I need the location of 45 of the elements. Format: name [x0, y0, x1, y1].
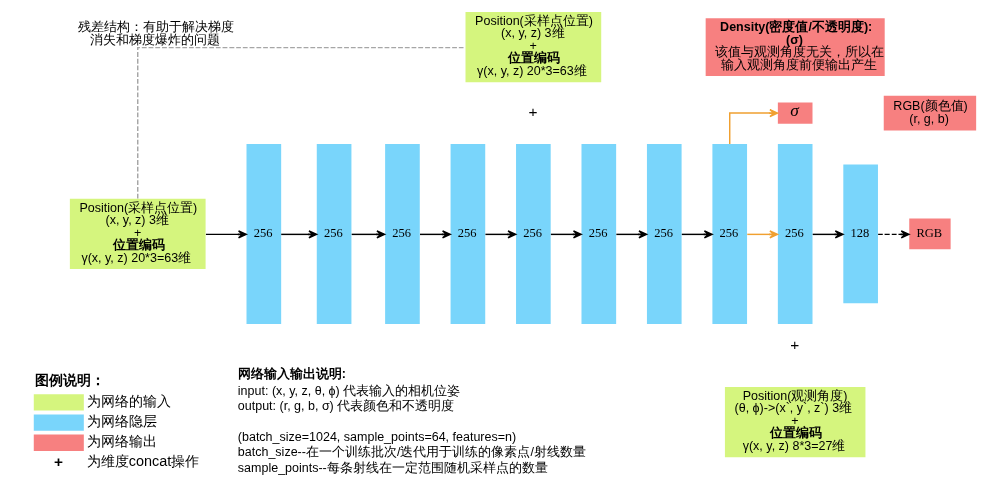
arrow [205, 230, 247, 239]
node-box: 256 [581, 143, 617, 324]
node-box: 256 [316, 143, 352, 324]
node-box: Position(采样点位置) (x, y, z) 3维 + 位置编码 γ(x, y, z) 20*3=63维 [465, 12, 602, 83]
node-box: RGB(颜色值) (r, g, b) [883, 95, 977, 131]
label: output: (r, g, b, σ) 代表颜色和不透明度 [237, 398, 455, 413]
arrow [681, 230, 713, 239]
arrow [877, 230, 910, 239]
connector [137, 46, 467, 200]
label: batch_size--在一个训练批次/迭代用于训练的像素点/射线数量 [237, 445, 586, 460]
label: 图例说明： [34, 371, 105, 388]
node-box: σ [777, 102, 813, 124]
arrow [812, 230, 844, 239]
node-box: 256 [246, 143, 282, 324]
label: + [528, 102, 538, 120]
arrow [615, 230, 648, 239]
node-box: 256 [385, 143, 420, 324]
node-box: RGB [909, 218, 951, 250]
legend-label: 为网络的输入 [86, 392, 171, 409]
node-box: Position(观测角度) (θ, ϕ)->(x`, y`, z`) 3维 + 位置编码 γ(x, y, z) 8*3=27维 [724, 386, 866, 458]
legend-label: 为网络隐层 [86, 412, 157, 429]
node-box: Position(采样点位置) (x, y, z) 3维 + 位置编码 γ(x, y, z) 20*3=63维 [69, 198, 206, 270]
label: + [790, 335, 800, 353]
node-box: 256 [712, 143, 748, 324]
arrow [484, 230, 517, 239]
arrow [350, 230, 386, 239]
node-box: 128 [843, 164, 878, 304]
node-box: 256 [450, 143, 486, 324]
label: (batch_size=1024, sample_points=64, features=n) [237, 429, 517, 444]
arrow [746, 230, 779, 239]
node-box: 256 [777, 143, 813, 324]
legend-label: 为网络输出 [86, 433, 157, 450]
label: + [53, 453, 63, 471]
arrow [729, 108, 779, 145]
node-box: Density(密度值/不透明度): (σ) 该值与观测角度无关，所以在输入观测角度前便输出产生 [705, 18, 885, 77]
node-box: 256 [646, 143, 682, 324]
node-box: 256 [516, 143, 551, 324]
label: sample_points--每条射线在一定范围随机采样点的数量 [237, 460, 548, 475]
arrow [280, 230, 318, 239]
arrow [419, 230, 452, 239]
arrow [550, 230, 582, 239]
label: 网络输入输出说明: [237, 367, 347, 382]
legend-label: 为维度concat操作 [86, 453, 200, 470]
edge-label: 残差结构：有助于解决梯度消失和梯度爆炸的问题 [77, 19, 234, 48]
label: input: (x, y, z, θ, ϕ) 代表输入的相机位姿 [237, 383, 461, 398]
